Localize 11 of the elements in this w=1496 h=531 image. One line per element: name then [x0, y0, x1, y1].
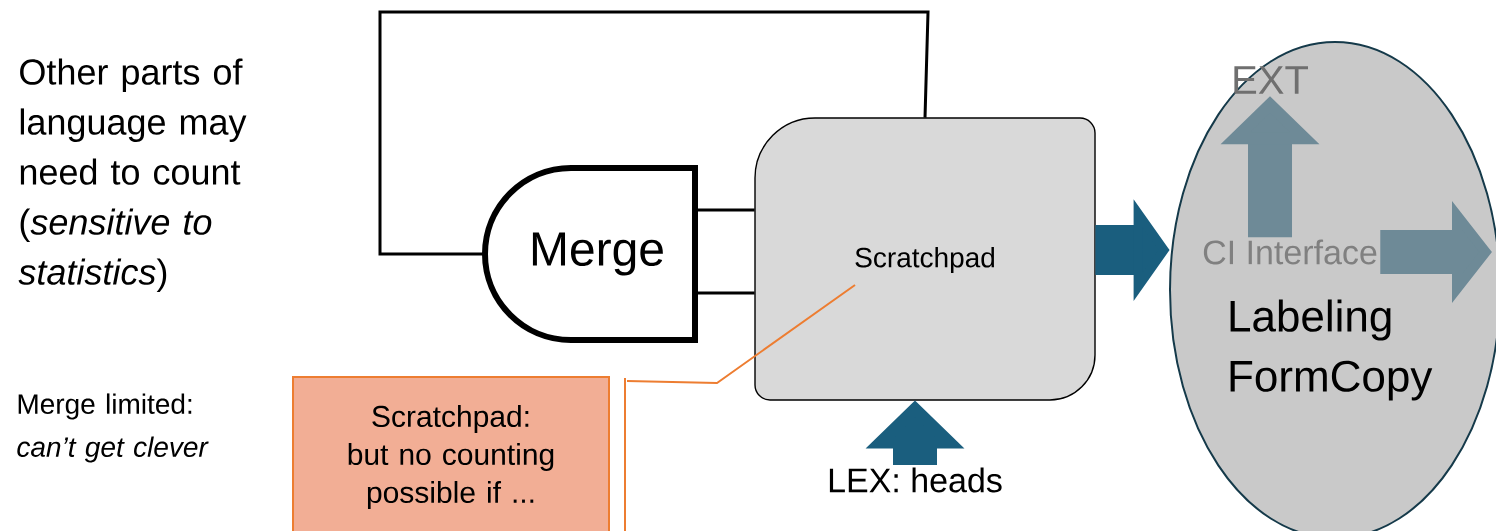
scratchpad-box: Scratchpad: [754, 117, 1096, 401]
note-text: Other parts of language may need to count (sensitive to statistics): [18, 58, 247, 292]
leader-line: [626, 284, 856, 384]
interface-label: CI Interface: [1203, 239, 1377, 265]
connector-line: [378, 10, 930, 256]
note-text: Merge limited: can’t get clever: [17, 393, 209, 463]
connector-line: [695, 208, 755, 212]
merge-gate: Merge: [482, 165, 698, 343]
connector-line: [695, 291, 755, 295]
lex-label: LEX: heads: [829, 467, 1002, 493]
callout-box: Scratchpad: but no counting possible if ...: [292, 376, 626, 531]
